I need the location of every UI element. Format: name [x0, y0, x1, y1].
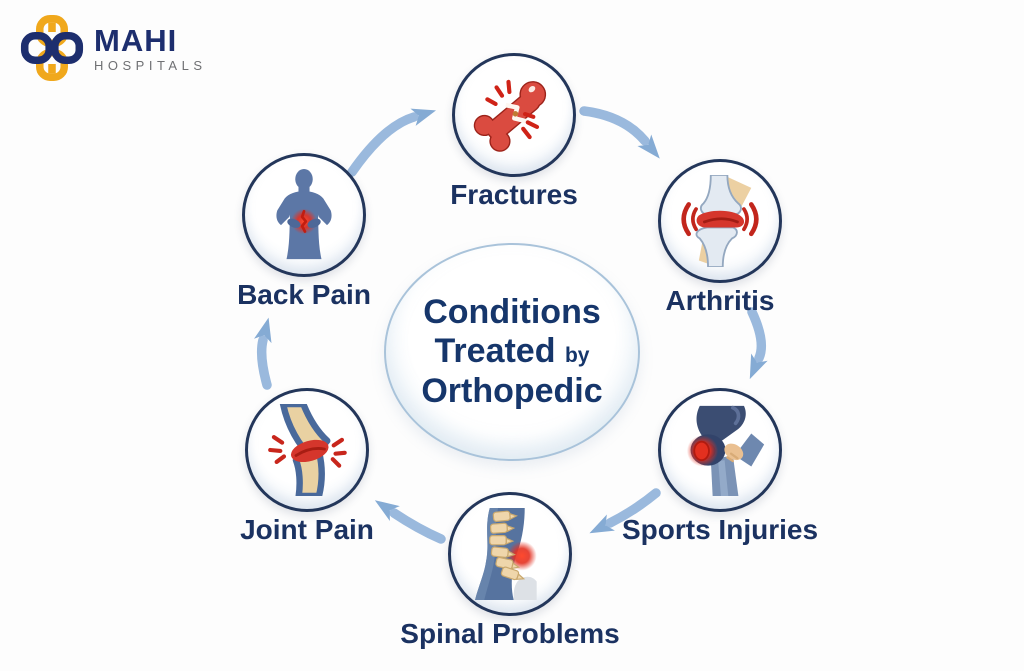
arrow-arthritis-to-sports	[747, 307, 768, 380]
brand-logo: MAHI HOSPITALS	[20, 13, 207, 83]
fractures-circle	[452, 53, 576, 177]
node-joint-pain: Joint Pain	[240, 388, 374, 545]
sports-injuries-circle	[658, 388, 782, 512]
inflamed-knee-joint-icon	[681, 175, 759, 267]
arthritis-circle	[658, 159, 782, 283]
spinal-problems-circle	[448, 492, 572, 616]
sports-injuries-label: Sports Injuries	[621, 514, 819, 545]
node-back-pain: Back Pain	[237, 153, 371, 310]
center-title-line2: Treated	[434, 332, 556, 371]
fractures-label: Fractures	[450, 179, 578, 210]
broken-bone-icon	[470, 72, 559, 157]
arrow-jointpain-to-backpain	[254, 317, 272, 390]
node-sports-injuries: Sports Injuries	[622, 388, 818, 545]
arthritis-label: Arthritis	[665, 285, 775, 316]
center-title-line2-suffix: by	[564, 344, 590, 368]
knee-joint-pain-icon	[268, 404, 347, 496]
joint-pain-label: Joint Pain	[240, 514, 374, 545]
node-fractures: Fractures	[450, 53, 578, 210]
joint-pain-circle	[245, 388, 369, 512]
medical-cross-logo-icon	[20, 15, 84, 81]
back-pain-circle	[242, 153, 366, 277]
spine-problem-icon	[475, 508, 537, 600]
brand-name: MAHI	[94, 22, 178, 58]
arrow-spinal-to-jointpain	[374, 500, 446, 544]
spinal-problems-label: Spinal Problems	[400, 618, 620, 649]
lower-back-pain-icon	[276, 169, 332, 260]
center-title-circle: Conditions Treated by Orthopedic	[384, 243, 640, 461]
node-spinal-problems: Spinal Problems	[400, 492, 620, 649]
center-title-line3: Orthopedic	[421, 371, 603, 410]
back-pain-label: Back Pain	[237, 279, 371, 310]
node-arthritis: Arthritis	[658, 159, 782, 316]
knee-brace-injury-icon	[686, 405, 765, 496]
center-title: Conditions Treated by Orthopedic	[421, 293, 602, 411]
center-title-line1: Conditions	[423, 292, 601, 331]
brand-subtitle: HOSPITALS	[94, 57, 207, 73]
arrow-fractures-to-arthritis	[579, 106, 660, 159]
